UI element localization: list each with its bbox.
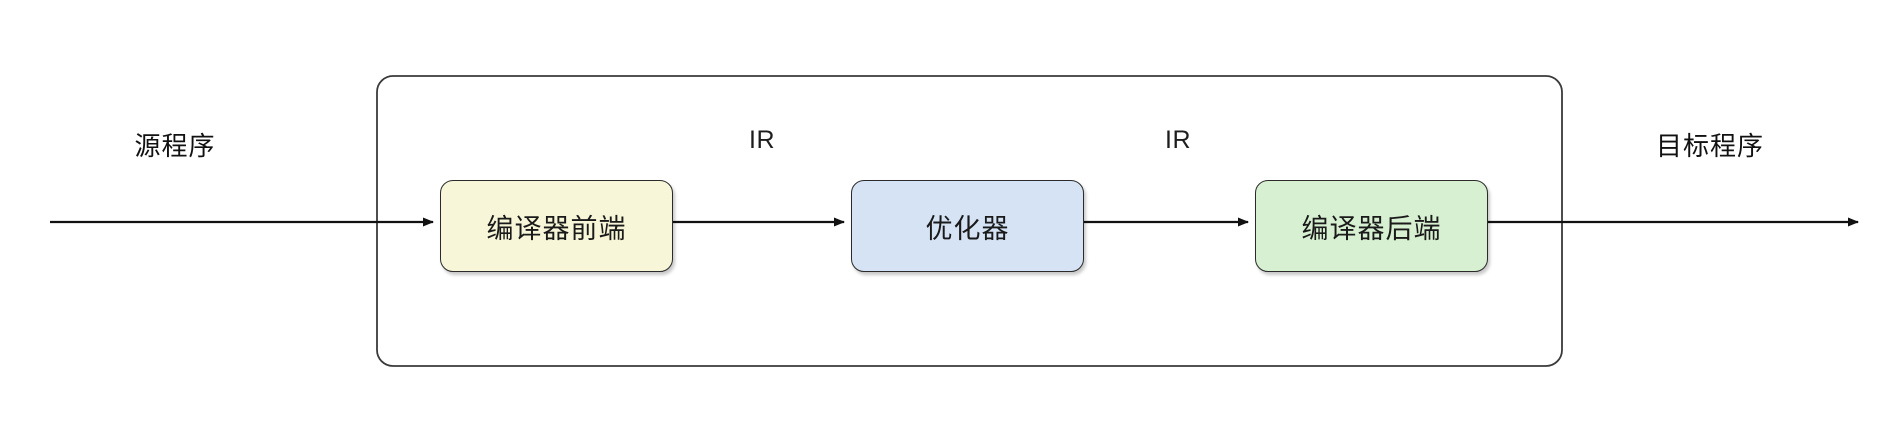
edge-label-ir-optimizer-backend: IR — [1165, 126, 1191, 154]
node-compiler-backend[interactable]: 编译器后端 — [1255, 180, 1488, 272]
io-label-target-program: 目标程序 — [1655, 131, 1765, 161]
node-label-compiler-frontend: 编译器前端 — [486, 213, 627, 244]
node-label-compiler-backend: 编译器后端 — [1301, 213, 1442, 244]
edge-label-ir-frontend-optimizer: IR — [749, 126, 775, 154]
node-label-optimizer: 优化器 — [925, 213, 1010, 244]
node-optimizer[interactable]: 优化器 — [851, 180, 1084, 272]
node-compiler-frontend[interactable]: 编译器前端 — [440, 180, 673, 272]
io-label-source-program: 源程序 — [134, 131, 216, 161]
